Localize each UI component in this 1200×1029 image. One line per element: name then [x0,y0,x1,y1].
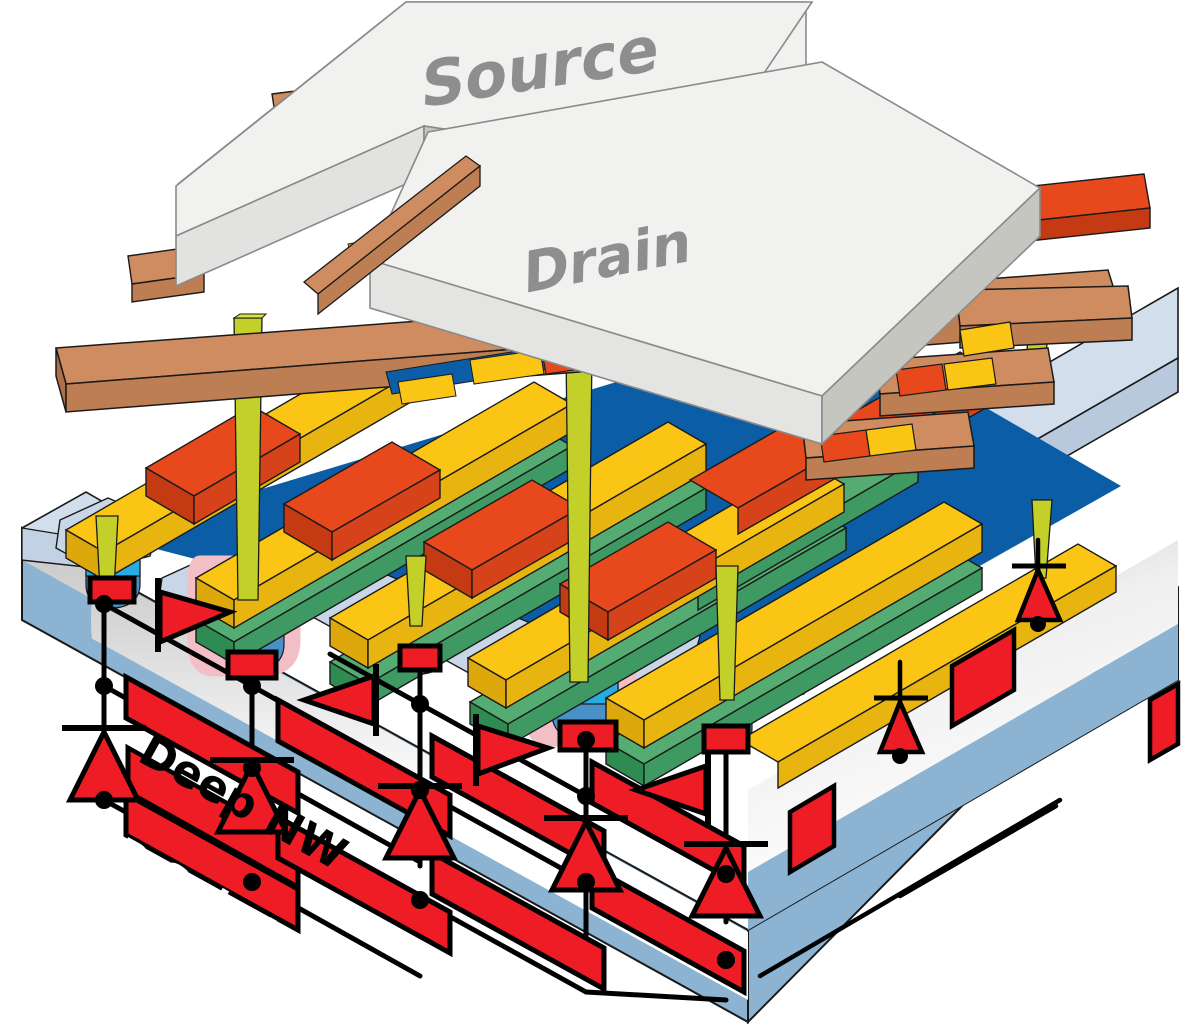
tap-box-2 [225,649,279,681]
diode-h-3 [473,714,556,786]
diode-h-1 [155,578,238,652]
rail-bot-d [583,989,729,1003]
junction-dot [95,791,113,809]
diode-r-1 [874,695,928,764]
resistor-7 [429,848,607,994]
resistor-8 [589,862,747,997]
junction-dot [577,873,595,891]
diode-h-4 [628,754,711,826]
tap-box-3 [397,643,443,673]
via-3 [405,555,427,627]
resistor-r3 [1147,680,1181,764]
junction-dot [411,781,429,799]
resistor-r2 [787,782,837,876]
right-rail-2 [897,803,1059,899]
drain-plate-right-side [821,186,1041,446]
diode-h-2 [296,664,379,736]
junction-dots-right [717,951,735,969]
junction-dot [243,873,261,891]
resistor-6 [275,812,453,958]
contact-3 [422,479,582,600]
junction-dot [577,731,595,749]
resistors-right-face [787,626,1181,876]
junction-dot [411,891,429,909]
tap-box-5 [701,723,751,755]
metal3-gap-stub [302,155,482,316]
metal-edge-chips [819,173,1151,463]
resistor-5 [123,789,301,935]
tap-box-1 [87,575,137,605]
resistor-r1 [949,626,1017,730]
junction-dot [95,595,113,613]
drain-plate: Drain [368,61,1042,446]
diodes-vertical [62,725,768,919]
junction-dot [95,677,113,695]
junction-dot [717,951,735,969]
resistor-2 [275,695,453,841]
via-5 [715,565,739,701]
diodes-horizontal [155,578,711,826]
junction-dot [243,677,261,695]
diode-r-2 [1012,563,1066,632]
junction-dot [411,695,429,713]
contact-2 [282,441,442,562]
junction-dot [577,787,595,805]
resistors-front [123,672,747,997]
junction-dot [243,759,261,777]
junction-dot [717,865,735,883]
diodes-right-face [874,563,1066,764]
